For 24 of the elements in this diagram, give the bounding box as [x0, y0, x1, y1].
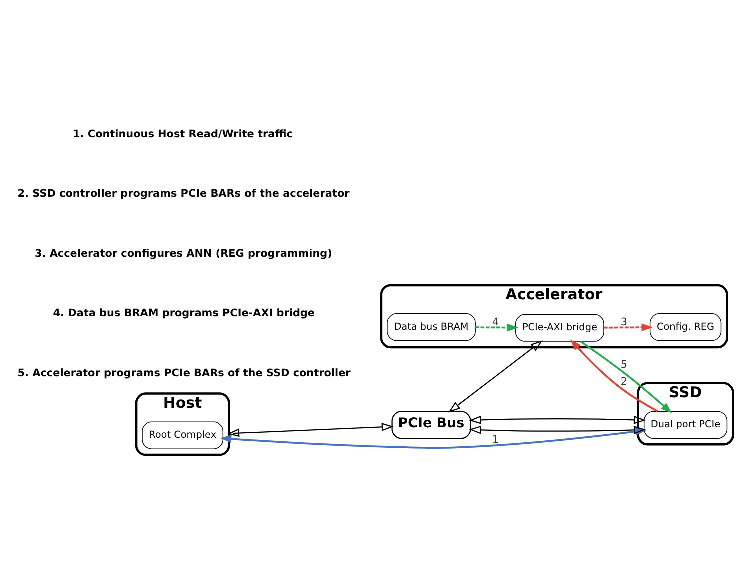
- arrow: [476, 323, 519, 332]
- arrow: [448, 340, 543, 412]
- node-box: Root Complex: [142, 421, 224, 449]
- node-box: Dual port PCIe: [644, 410, 728, 438]
- edge-label: 4: [492, 316, 500, 328]
- node-box: PCIe Bus: [392, 410, 472, 439]
- edge-label: 1: [492, 434, 500, 446]
- legend-label: 5. Accelerator programs PCIe BARs of the SSD controller: [18, 366, 351, 379]
- arrow: [580, 340, 672, 413]
- edge-label: 5: [620, 358, 628, 370]
- legend-label: 1. Continuous Host Read/Write traffic: [73, 128, 294, 140]
- node-box: PCIe-AXI bridge: [516, 314, 604, 342]
- arrow: [469, 415, 646, 424]
- legend-label: 2. SSD controller programs PCIe BARs of the accelerator: [18, 188, 350, 200]
- arrow: [227, 422, 394, 437]
- edge-label: 2: [620, 375, 628, 388]
- node-box: Data bus BRAM: [387, 313, 476, 341]
- edge-label: 3: [620, 316, 628, 328]
- legend-label: 4. Data bus BRAM programs PCIe-AXI bridge: [53, 307, 315, 320]
- arrow: [604, 323, 653, 332]
- legend-label: 3. Accelerator configures ANN (REG programming): [34, 247, 332, 260]
- node-box: Config. REG: [650, 313, 722, 341]
- arrow: [570, 339, 658, 412]
- arrow: [469, 425, 646, 434]
